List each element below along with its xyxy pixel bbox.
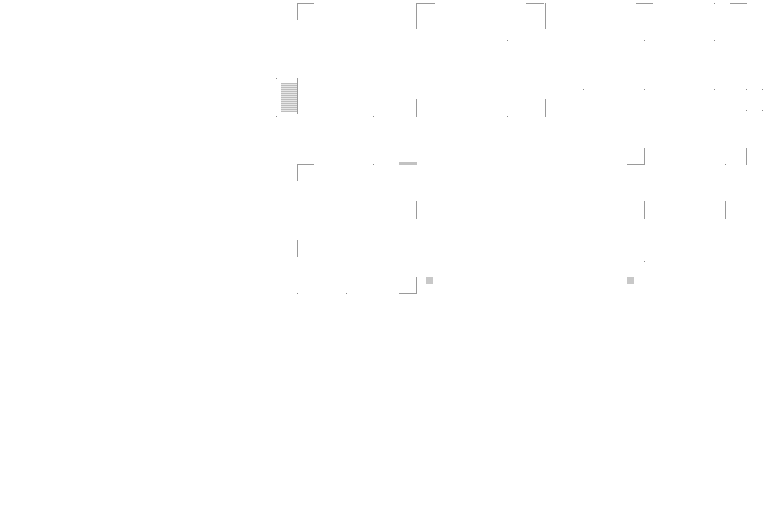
gray-square-marker (426, 277, 433, 284)
gray-bar (399, 162, 417, 165)
frame-divider (545, 99, 546, 117)
frame-divider (725, 201, 726, 219)
marker-dot (762, 110, 763, 111)
frame-right-edge-8 (746, 148, 747, 165)
marker-dot (644, 261, 645, 262)
marker-dot (346, 293, 347, 294)
marker-dot (297, 293, 298, 294)
frame-left-edge-1 (297, 3, 298, 20)
marker-dot (373, 164, 374, 165)
frame-top-edge-1 (298, 3, 314, 4)
marker-dot (746, 89, 747, 90)
marker-dot (276, 78, 277, 79)
frame-divider (416, 201, 417, 219)
frame-left-edge-6 (297, 164, 298, 181)
marker-dot (644, 89, 645, 90)
scroll-track-edge (297, 78, 298, 114)
marker-dot (373, 116, 374, 117)
marker-dot (644, 40, 645, 41)
marker-dot (583, 89, 584, 90)
marker-dot (714, 40, 715, 41)
frame-bottom-edge-7 (627, 164, 645, 165)
marker-dot (276, 116, 277, 117)
frame-top-edge-5 (730, 3, 747, 4)
gray-square-marker (627, 277, 634, 284)
frame-top-edge-6 (298, 164, 314, 165)
frame-divider (644, 201, 645, 219)
frame-divider (416, 99, 417, 117)
frame-left-edge-2 (416, 3, 417, 29)
marker-dot (725, 164, 726, 165)
frame-bottom-edge-9 (399, 293, 417, 294)
frame-right-edge-3 (545, 3, 546, 29)
frame-top-edge-3 (526, 3, 544, 4)
marker-dot (762, 89, 763, 90)
frame-divider (297, 240, 298, 257)
frame-right-edge-9 (416, 277, 417, 294)
marker-dot (746, 110, 747, 111)
marker-dot (507, 40, 508, 41)
frame-right-edge-7 (644, 148, 645, 165)
marker-dot (507, 116, 508, 117)
frame-top-edge-4 (636, 3, 653, 4)
marker-dot (714, 89, 715, 90)
frame-top-edge-2 (417, 3, 435, 4)
frame-dot-4 (714, 3, 715, 4)
hatched-scroll-region (281, 83, 297, 112)
